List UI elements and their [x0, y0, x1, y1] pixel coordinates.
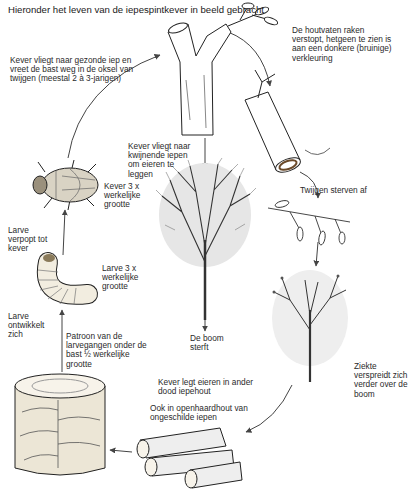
stage-caption: Ziekte verspreidt zich verder over de bo… — [354, 362, 408, 399]
stage-caption: Kever vliegt naar kwijnende iepen om eie… — [128, 142, 200, 179]
stage-caption: Patroon van de larvegangen onder de bast… — [66, 332, 148, 369]
stage-caption: Larve verpopt tot kever — [8, 226, 58, 254]
firewood-logs — [137, 428, 242, 488]
stage-caption: Larve ontwikkelt zich — [8, 312, 58, 340]
stage-caption: Larve 3 x werkelijke grootte — [102, 264, 152, 292]
beetle — [33, 160, 98, 210]
stage-caption: Twijgen sterven af — [300, 186, 386, 195]
diseased-tree — [272, 270, 348, 382]
stage-caption: Kever vliegt naar gezonde iep en vreet d… — [10, 56, 152, 84]
elm-tree — [156, 158, 256, 320]
dying-twigs — [268, 199, 350, 245]
stage-caption: Kever 3 x werkelijke grootte — [104, 182, 154, 210]
diagram-title: Hieronder het leven van de iepespintkeve… — [8, 4, 348, 15]
stage-caption: De boom sterft — [190, 334, 240, 352]
stage-caption: Kever legt eieren in ander dood iepehout — [158, 378, 262, 396]
stage-caption: Ook in openhaardhout van ongeschilde iep… — [150, 404, 262, 422]
stage-caption: De houtvaten raken verstopt, hetgeen te … — [292, 26, 396, 63]
larva — [37, 254, 88, 304]
gallery-stump — [15, 374, 105, 475]
cut-branch — [245, 70, 330, 175]
